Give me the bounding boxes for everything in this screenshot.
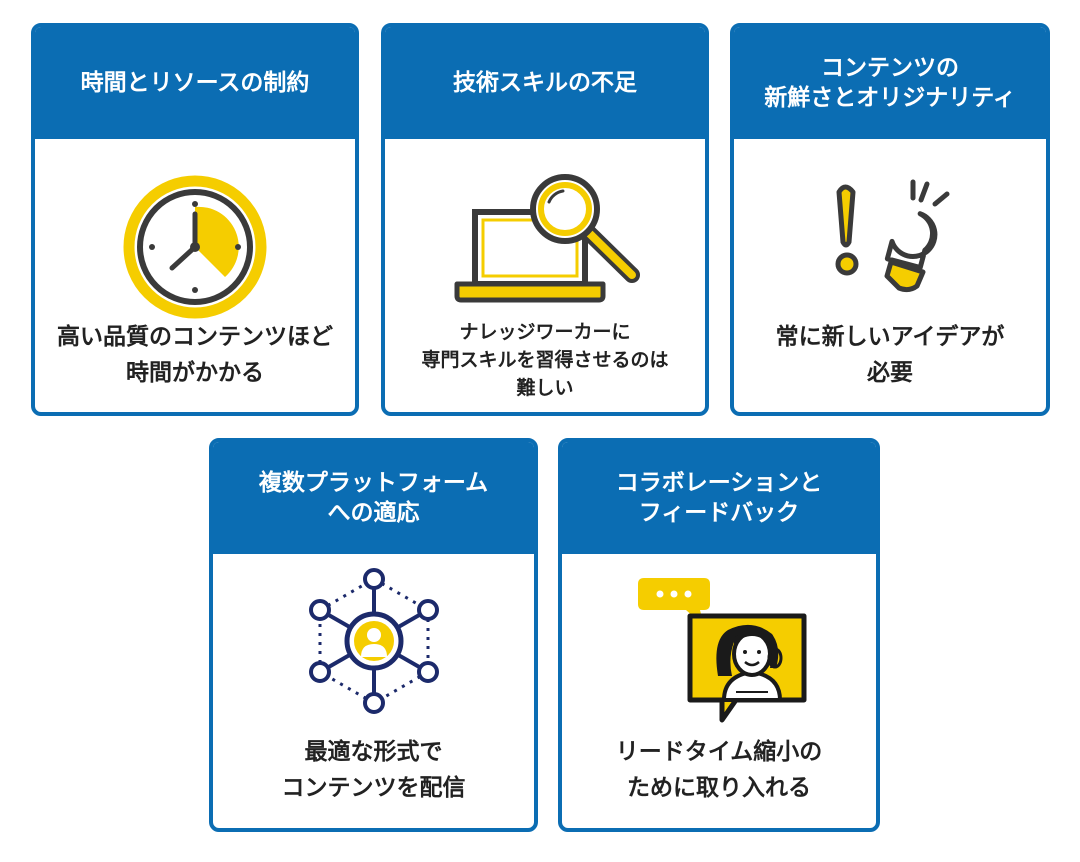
card-collaboration-feedback: コラボレーションと フィードバック リードタイム縮小の ために取り入れる bbox=[558, 438, 880, 832]
card-tech-skills: 技術スキルの不足 ナレッジワーカーに 専門スキルを習得させるのは 難しい bbox=[381, 23, 709, 416]
card-description: 高い品質のコンテンツほど 時間がかかる bbox=[57, 324, 333, 386]
card-description: 常に新しいアイデアが 必要 bbox=[775, 324, 1005, 386]
card-title: 複数プラットフォーム への適応 bbox=[213, 442, 534, 554]
card-time-resources: 時間とリソースの制約 高い品質のコンテンツほど 時間がかかる bbox=[31, 23, 359, 416]
card-title: 技術スキルの不足 bbox=[385, 27, 705, 139]
laptop-magnifier-icon bbox=[454, 174, 640, 303]
card-title: 時間とリソースの制約 bbox=[35, 27, 355, 139]
card-description: リードタイム縮小の ために取り入れる bbox=[615, 739, 823, 801]
chat-person-icon bbox=[638, 578, 807, 723]
exclamation-lightbulb-icon bbox=[835, 179, 950, 293]
card-multi-platform: 複数プラットフォーム への適応 bbox=[209, 438, 538, 832]
card-title: コンテンツの 新鮮さとオリジナリティ bbox=[734, 27, 1046, 139]
card-description: ナレッジワーカーに 専門スキルを習得させるのは 難しい bbox=[421, 321, 669, 399]
network-user-icon bbox=[308, 568, 439, 714]
card-title: コラボレーションと フィードバック bbox=[562, 442, 876, 554]
clock-icon bbox=[123, 175, 267, 319]
card-description: 最適な形式で コンテンツを配信 bbox=[281, 739, 466, 801]
card-freshness-originality: コンテンツの 新鮮さとオリジナリティ 常に新しいアイデアが 必要 bbox=[730, 23, 1050, 416]
